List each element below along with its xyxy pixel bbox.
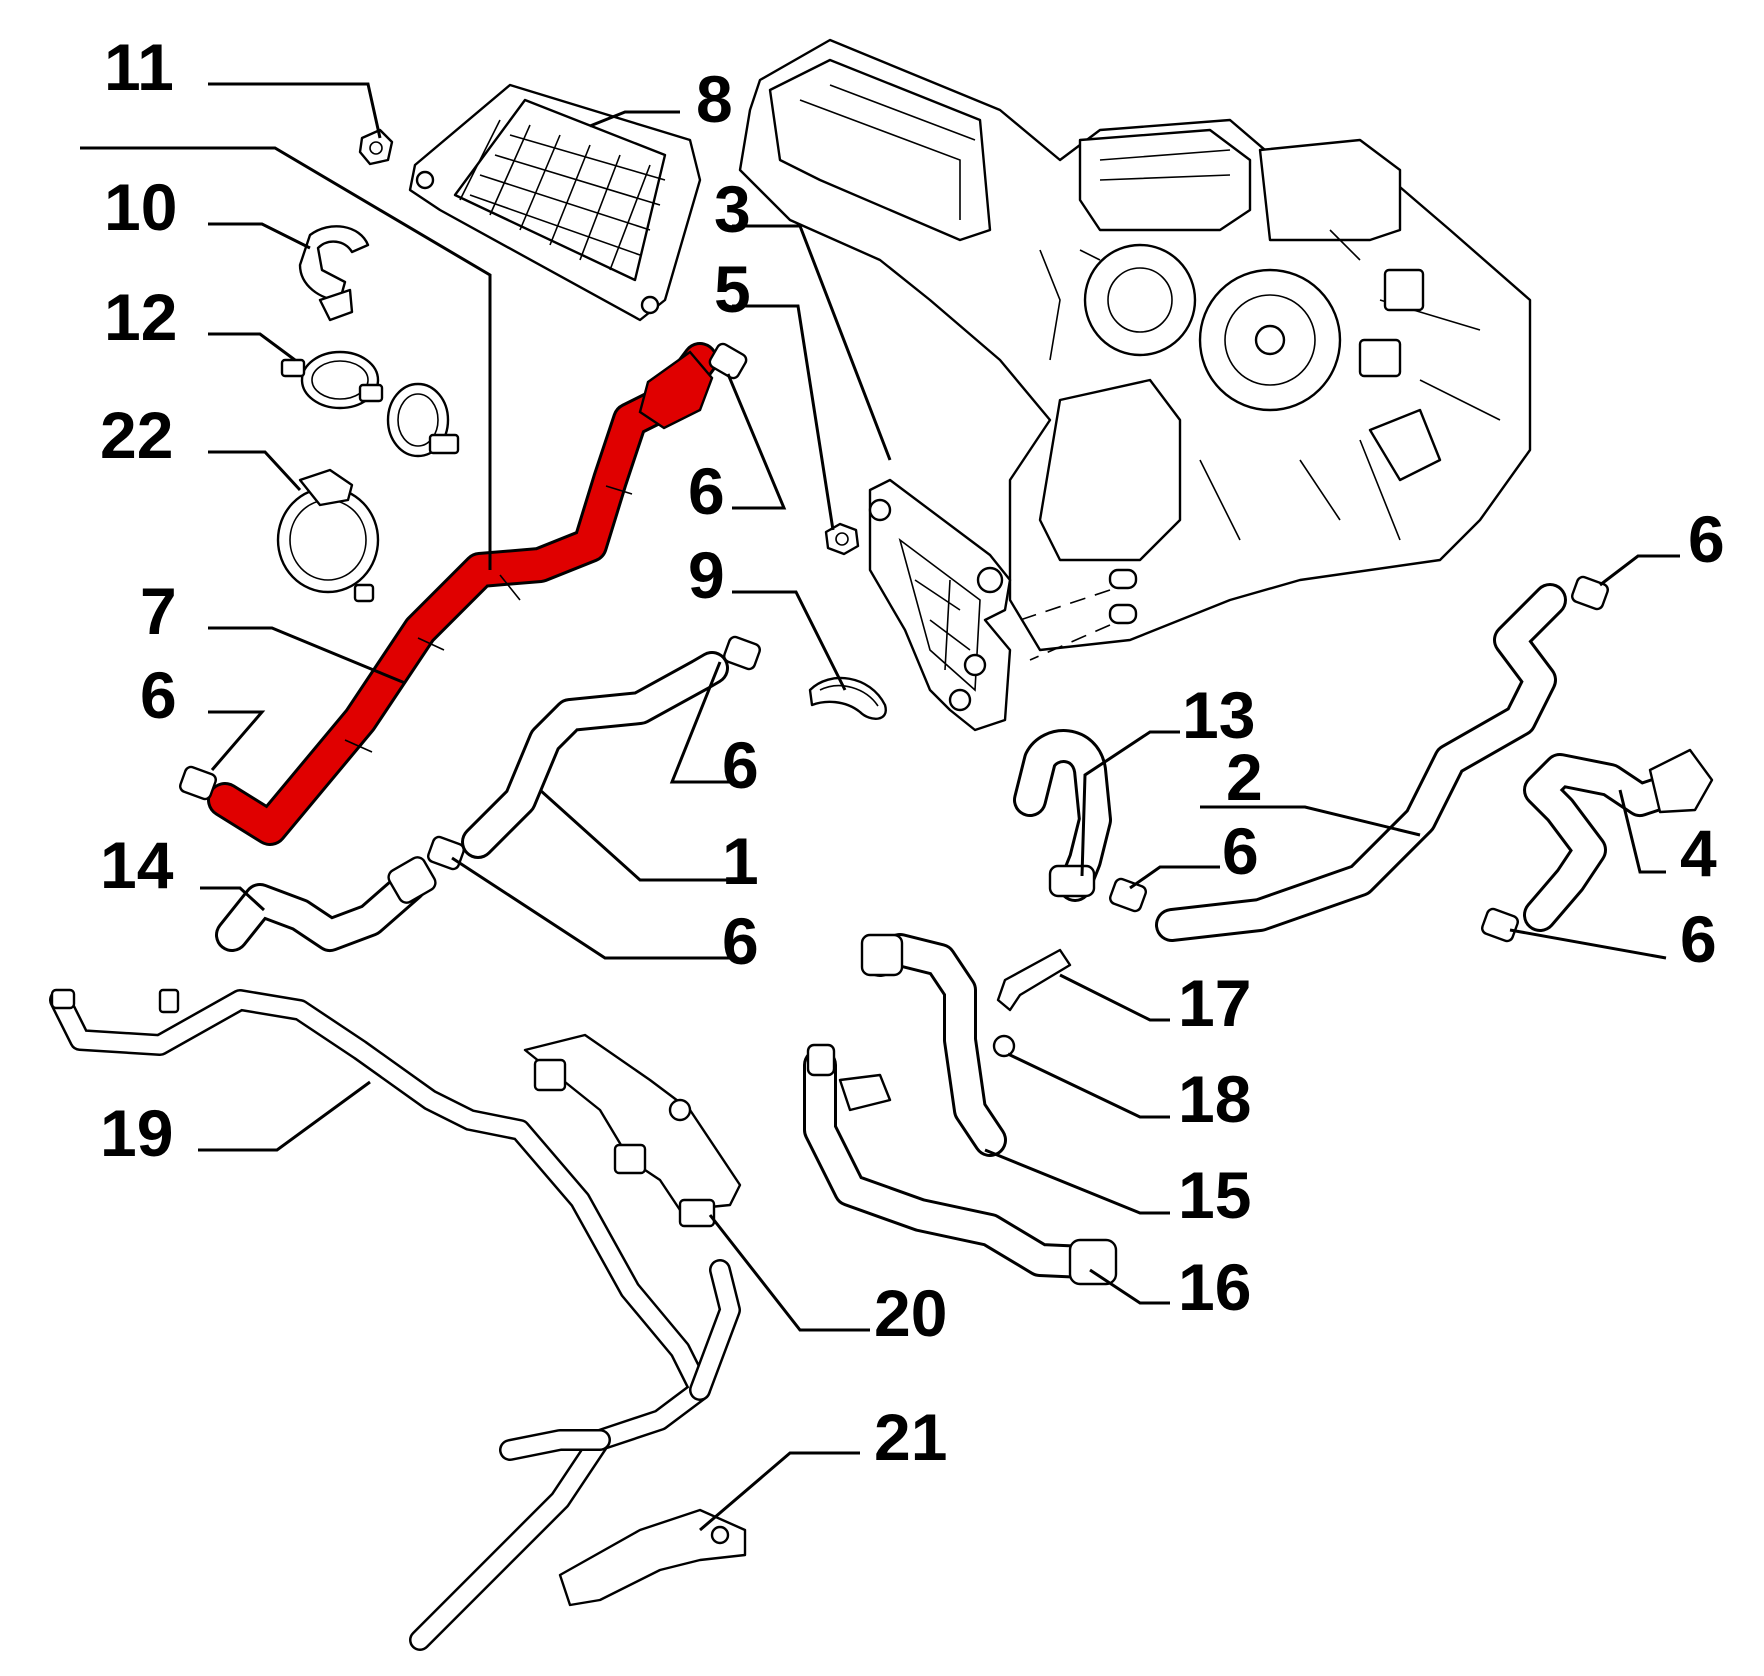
callout-10: 10	[104, 170, 177, 244]
callout-3: 3	[714, 172, 751, 246]
callout-6-d: 6	[1222, 814, 1259, 888]
part-1-hose	[461, 651, 729, 859]
callout-16: 16	[1178, 1250, 1251, 1324]
part-11-nut	[358, 128, 394, 166]
callout-6-f: 6	[1680, 902, 1717, 976]
part-10-clip	[298, 225, 370, 322]
callout-6-g: 6	[722, 904, 759, 978]
callout-15: 15	[1178, 1158, 1251, 1232]
part-4-hose	[1523, 748, 1714, 932]
part-18-nut	[992, 1034, 1016, 1058]
callout-13: 13	[1182, 678, 1255, 752]
part-13-hose	[1013, 729, 1112, 902]
part-17-bracket	[996, 948, 1072, 1012]
callout-18: 18	[1178, 1062, 1251, 1136]
callout-1: 1	[722, 824, 759, 898]
hvac-housing	[738, 38, 1532, 661]
callout-7: 7	[140, 574, 177, 648]
part-16-hose	[803, 1043, 1118, 1286]
part-15-hose	[860, 933, 1007, 1157]
callout-6-a: 6	[688, 454, 725, 528]
part-9-grommet	[808, 676, 887, 720]
part-3-bracket	[868, 478, 1012, 732]
part-22-band-clamp	[276, 468, 380, 603]
leader-lines	[80, 82, 1680, 1532]
callout-20: 20	[874, 1276, 947, 1350]
callout-19: 19	[100, 1096, 173, 1170]
callout-14: 14	[100, 828, 174, 902]
part-21-bracket	[558, 1508, 747, 1607]
part-7-hose-highlighted	[207, 342, 718, 846]
callout-8: 8	[696, 62, 733, 136]
part-19-pipe	[49, 988, 741, 1651]
callout-9: 9	[688, 538, 725, 612]
callout-4: 4	[1680, 816, 1717, 890]
callout-2: 2	[1226, 740, 1263, 814]
callout-22: 22	[100, 398, 173, 472]
callout-labels: 11 8 10 12 22 3 5 6 9 7 6 6 13 2 6 6 14 …	[100, 30, 1725, 1474]
callout-6-c: 6	[722, 728, 759, 802]
callout-21: 21	[874, 1400, 947, 1474]
part-14-hose	[215, 856, 437, 952]
part-8-filter	[408, 83, 702, 322]
part-2-hose	[1155, 583, 1567, 942]
part-5-nut	[824, 522, 860, 556]
callout-17: 17	[1178, 966, 1251, 1040]
callout-6-b: 6	[140, 658, 177, 732]
callout-12: 12	[104, 280, 177, 354]
part-6-clamps	[179, 342, 1609, 943]
callout-5: 5	[714, 252, 751, 326]
part-12-clamp	[280, 350, 460, 458]
callout-6-e: 6	[1688, 502, 1725, 576]
part-20-bracket	[523, 1033, 742, 1228]
callout-11: 11	[104, 30, 174, 104]
